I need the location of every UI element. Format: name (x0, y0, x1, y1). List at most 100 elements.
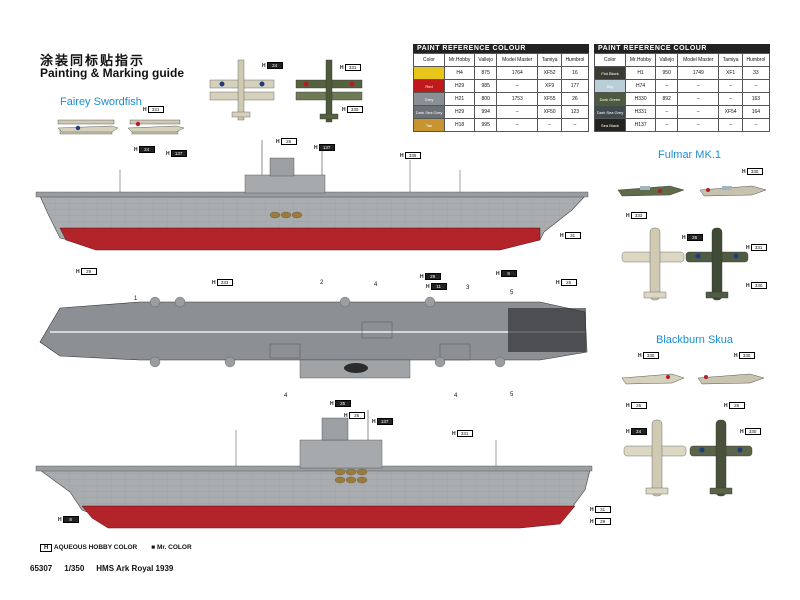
swordfish-camo-view (295, 59, 363, 123)
aqueous-key: H AQUEOUS HOBBY COLOR (40, 544, 137, 552)
label-fulmar: Fulmar MK.1 (658, 149, 721, 161)
label-blackburn-skua: Blackburn Skua (656, 334, 734, 346)
kit-code: 65307 (30, 564, 53, 573)
paint-table-2-grid: Color Mr.Hobby Vallejo Model Master Tami… (594, 53, 771, 132)
kit-footer: 65307 1/350 HMS Ark Royal 1939 (30, 564, 173, 573)
color-name: Grey (424, 96, 434, 102)
paint-cell-tamiya: – (537, 118, 562, 132)
label-fairey-swordfish: Fairey Swordfish (60, 96, 142, 108)
color-name: Tan (425, 122, 433, 128)
col-tamiya: Tamiya (718, 53, 743, 67)
swordfish-top-view (209, 59, 275, 121)
paint-cell-humbrol: – (741, 118, 771, 132)
skua-side-views (621, 373, 765, 385)
paint-table-1-grid: Color Mr.Hobby Vallejo Model Master Tami… (413, 53, 590, 132)
ship-deck-plan (39, 296, 588, 379)
color-key-legend: H AQUEOUS HOBBY COLOR ■ Mr. COLOR (40, 544, 192, 552)
color-swatch: Sea Black (594, 118, 626, 132)
paint-table-2: PAINT REFERENCE COLOUR Color Mr.Hobby Va… (594, 44, 771, 132)
deck-marker-4b: 4 (284, 393, 288, 399)
table-header-row: Color Mr.Hobby Vallejo Model Master Tami… (413, 53, 590, 67)
paint-table-2-title: PAINT REFERENCE COLOUR (594, 44, 770, 53)
deck-marker-3: 3 (466, 285, 470, 291)
fulmar-top-views (621, 227, 749, 301)
color-name: Dark Sea Grey (596, 109, 624, 115)
paint-cell-humbrol: 33 (741, 66, 771, 80)
paint-cell-vallejo: 995 (474, 118, 498, 132)
deck-marker-5a: 5 (510, 290, 514, 296)
deck-marker-1: 1 (134, 296, 138, 302)
deck-marker-4c: 4 (454, 393, 458, 399)
paint-cell-hobby: H1 (624, 66, 657, 80)
skua-top-views (623, 419, 753, 497)
fulmar-side-views (617, 185, 767, 197)
title-english: Painting & Marking guide (40, 66, 185, 80)
paint-table-1-title: PAINT REFERENCE COLOUR (413, 44, 589, 53)
color-name: Dark Sea Grey (415, 109, 443, 115)
kit-name: HMS Ark Royal 1939 (96, 564, 174, 573)
color-swatch (413, 66, 445, 80)
ship-starboard-profile (35, 410, 593, 529)
color-name: Flat Black (601, 70, 619, 76)
color-swatch: Red (413, 79, 445, 93)
paint-cell-hobby: H74 (624, 79, 657, 93)
deck-marker-2: 2 (320, 280, 324, 286)
title-chinese: 涂装同标贴指示 (40, 53, 146, 68)
deck-marker-4a: 4 (374, 282, 378, 288)
swordfish-side-views (57, 119, 185, 135)
paint-cell-hobby: H18 (443, 118, 476, 132)
color-swatch: Dark Green (594, 92, 626, 106)
paint-cell-tamiya: XF55 (537, 92, 562, 106)
mr-color-key: ■ Mr. COLOR (151, 544, 192, 551)
paint-cell-humbrol: – (560, 118, 590, 132)
color-swatch: Flat Black (594, 66, 626, 80)
color-swatch: Sky (594, 79, 626, 93)
color-swatch: Tan (413, 118, 445, 132)
paint-cell-hobby: H137 (624, 118, 657, 132)
color-name: Red (425, 83, 433, 89)
ship-port-profile (35, 140, 589, 251)
deck-marker-5b: 5 (510, 392, 514, 398)
color-name: Sea Black (600, 122, 619, 128)
color-name: Sky (606, 83, 614, 89)
kit-scale: 1/350 (64, 564, 85, 573)
paint-table-1: PAINT REFERENCE COLOUR Color Mr.Hobby Va… (413, 44, 590, 132)
paint-cell-tamiya: – (718, 118, 743, 132)
